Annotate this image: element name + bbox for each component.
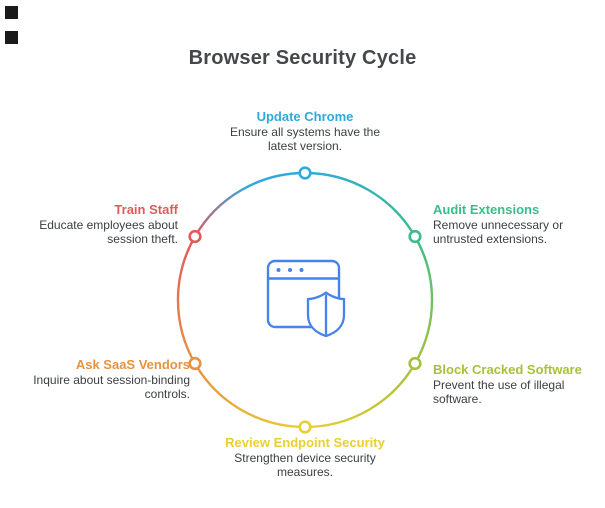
step-description-line: Ensure all systems have the	[229, 125, 381, 139]
arc-train-to-update	[193, 171, 307, 238]
arc-audit-to-block	[413, 235, 434, 365]
node-update-chrome	[298, 166, 312, 180]
node-ask-saas-vendors	[188, 356, 202, 371]
browser-window-icon	[266, 259, 341, 329]
step-title: Audit Extensions	[433, 202, 540, 217]
step-description-line: Educate employees about	[39, 218, 178, 232]
step-description-line: Remove unnecessary or	[433, 218, 564, 232]
step-title: Update Chrome	[256, 109, 354, 124]
browser-dot-1	[276, 268, 281, 272]
step-description-line: controls.	[144, 387, 190, 401]
node-review-endpoint-security	[298, 420, 312, 434]
page-title: Browser Security Cycle	[188, 47, 417, 69]
step-description-line: Strengthen device security	[234, 451, 376, 465]
step-description-line: software.	[433, 392, 482, 406]
node-train-staff	[188, 229, 202, 244]
step-description-line: session theft.	[107, 232, 178, 246]
step-description-line: measures.	[276, 465, 334, 479]
step-update-chrome: Update Chrome Ensure all systems have th…	[155, 108, 455, 153]
step-title: Review Endpoint Security	[225, 435, 385, 450]
step-title: Block Cracked Software	[433, 362, 582, 377]
node-audit-extensions	[408, 229, 422, 244]
arc-block-to-review	[303, 362, 417, 429]
corner-marker-bottom	[5, 31, 18, 44]
step-description-line: untrusted extensions.	[433, 232, 548, 246]
step-description-line: latest version.	[267, 139, 343, 153]
arc-ask-to-train	[176, 235, 197, 365]
browser-shield-icon	[266, 259, 346, 338]
step-review-endpoint-security: Review Endpoint Security Strengthen devi…	[155, 434, 455, 479]
step-title: Train Staff	[114, 202, 178, 217]
node-block-cracked-software	[408, 356, 422, 371]
browser-dot-2	[288, 268, 292, 272]
corner-marker-top	[5, 6, 18, 19]
cycle-arcs	[176, 171, 434, 429]
step-description-line: Inquire about session-binding	[33, 373, 190, 387]
step-train-staff: Train Staff Educate employees about sess…	[13, 201, 178, 246]
step-ask-saas-vendors: Ask SaaS Vendors Inquire about session-b…	[15, 356, 190, 401]
step-description-line: Prevent the use of illegal	[433, 378, 565, 392]
step-title: Ask SaaS Vendors	[75, 357, 190, 372]
arc-review-to-ask	[193, 362, 307, 429]
step-audit-extensions: Audit Extensions Remove unnecessary or u…	[433, 201, 603, 246]
arc-update-to-audit	[303, 171, 417, 238]
step-block-cracked-software: Block Cracked Software Prevent the use o…	[433, 361, 605, 406]
browser-dot-3	[299, 268, 304, 272]
cycle-nodes	[188, 166, 422, 434]
